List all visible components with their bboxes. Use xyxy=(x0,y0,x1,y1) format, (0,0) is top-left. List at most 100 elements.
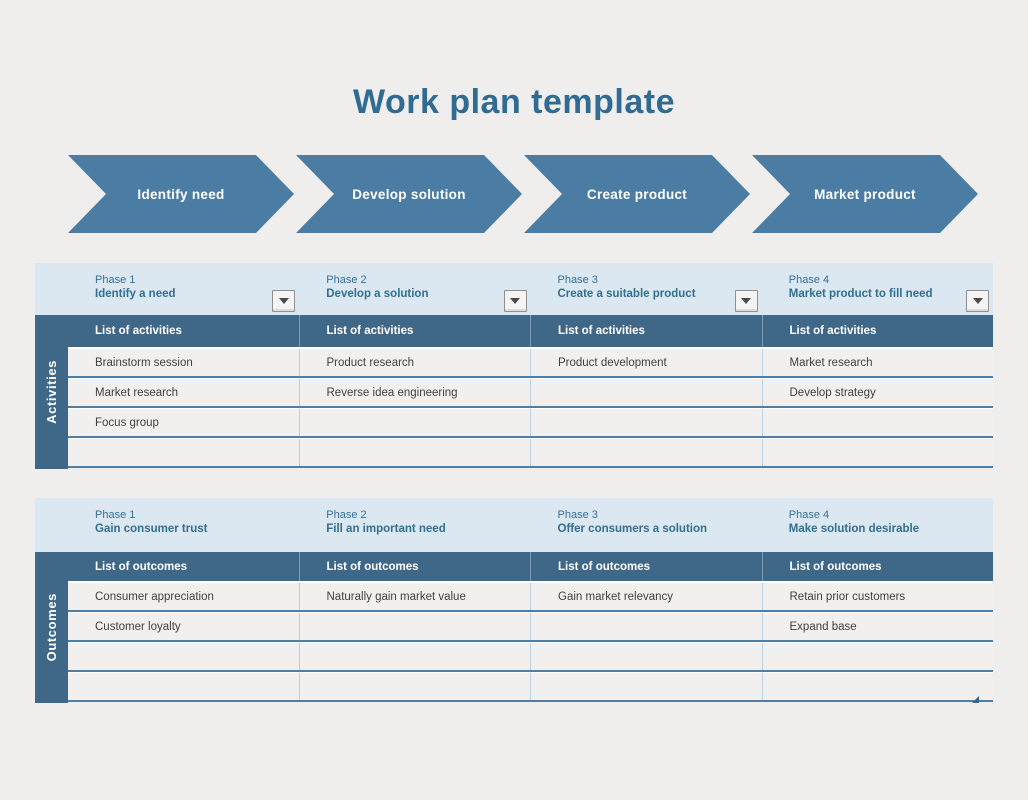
arrow-label: Identify need xyxy=(137,186,225,202)
list-header-cell[interactable]: List of activities xyxy=(761,315,994,347)
outcomes-side-label: Outcomes xyxy=(44,593,59,662)
phase-subtitle: Fill an important need xyxy=(326,523,446,535)
phase-subtitle: Gain consumer trust xyxy=(95,523,208,535)
list-header-cell[interactable]: List of activities xyxy=(298,315,531,347)
outcome-cell[interactable]: Naturally gain market value xyxy=(298,583,531,610)
outcomes-phase-4-cell[interactable]: Phase 4 Make solution desirable xyxy=(762,498,993,552)
outcome-cell[interactable] xyxy=(298,673,531,700)
table-row: Brainstorm session Product research Prod… xyxy=(68,349,993,378)
list-header-cell[interactable]: List of outcomes xyxy=(761,552,994,581)
activity-cell[interactable] xyxy=(298,409,531,436)
outcome-cell[interactable] xyxy=(761,643,994,670)
activity-cell[interactable]: Market research xyxy=(95,386,179,399)
outcome-cell[interactable] xyxy=(68,673,299,700)
table-row: Market research Reverse idea engineering… xyxy=(68,379,993,408)
phase-label: Phase 2 xyxy=(326,509,367,521)
phase-1-filter-dropdown-button[interactable] xyxy=(272,290,296,312)
arrow-label: Develop solution xyxy=(352,186,466,202)
outcome-cell[interactable]: Gain market relevancy xyxy=(530,583,762,610)
phase-2-filter-dropdown-button[interactable] xyxy=(503,290,527,312)
outcome-cell[interactable] xyxy=(761,673,994,700)
table-row: Focus group xyxy=(68,409,993,438)
phase-subtitle: Market product to fill need xyxy=(788,288,933,300)
outcomes-table: Phase 1 Gain consumer trust Phase 2 Fill… xyxy=(35,498,993,703)
outcome-cell[interactable] xyxy=(298,613,531,640)
outcome-cell[interactable]: Retain prior customers xyxy=(761,583,994,610)
phase-subtitle: Make solution desirable xyxy=(788,523,920,535)
phase-subtitle: Identify a need xyxy=(95,288,176,300)
outcome-cell[interactable] xyxy=(530,673,762,700)
list-header-cell[interactable]: List of outcomes xyxy=(530,552,762,581)
phase-label: Phase 2 xyxy=(326,274,367,286)
activities-phase-header: Phase 1 Identify a need Phase 2 Develop … xyxy=(35,263,993,315)
activity-cell[interactable]: Develop strategy xyxy=(761,379,994,406)
arrow-identify-need[interactable]: Identify need xyxy=(68,155,294,233)
phase-label: Phase 3 xyxy=(557,509,598,521)
activity-cell[interactable]: Product development xyxy=(530,349,762,376)
activity-cell[interactable] xyxy=(761,409,994,436)
outcomes-phase-3-cell[interactable]: Phase 3 Offer consumers a solution xyxy=(531,498,762,552)
dropdown-arrow-icon xyxy=(741,298,752,304)
table-row: Customer loyalty Expand base xyxy=(68,613,993,642)
dropdown-arrow-icon xyxy=(278,298,289,304)
outcomes-list-header-row: List of outcomes List of outcomes List o… xyxy=(68,552,993,581)
arrow-develop-solution[interactable]: Develop solution xyxy=(296,155,522,233)
activity-cell[interactable]: Product research xyxy=(298,349,531,376)
activities-rows: Brainstorm session Product research Prod… xyxy=(68,347,993,468)
list-header-cell[interactable]: List of activities xyxy=(530,315,762,347)
activities-side-band: Activities xyxy=(35,315,68,469)
activities-phase-4-cell[interactable]: Phase 4 Market product to fill need xyxy=(762,263,993,315)
activity-cell[interactable] xyxy=(761,439,994,466)
process-arrow-row: Identify need Develop solution Create pr… xyxy=(68,155,978,233)
activities-phase-2-cell[interactable]: Phase 2 Develop a solution xyxy=(299,263,530,315)
outcome-cell[interactable]: Consumer appreciation xyxy=(95,590,214,603)
outcome-cell[interactable] xyxy=(68,643,299,670)
phase-3-filter-dropdown-button[interactable] xyxy=(734,290,758,312)
list-header-cell[interactable]: List of outcomes xyxy=(95,560,188,573)
dropdown-arrow-icon xyxy=(972,298,983,304)
arrow-create-product[interactable]: Create product xyxy=(524,155,750,233)
outcomes-rows: Consumer appreciation Naturally gain mar… xyxy=(68,581,993,702)
phase-4-filter-dropdown-button[interactable] xyxy=(966,290,989,312)
arrow-label: Create product xyxy=(586,186,688,202)
phase-label: Phase 4 xyxy=(788,509,830,521)
phase-label: Phase 3 xyxy=(557,274,598,286)
activities-list-header-row: List of activities List of activities Li… xyxy=(68,315,993,347)
list-header-cell[interactable]: List of outcomes xyxy=(298,552,531,581)
page-title: Work plan template xyxy=(353,83,675,121)
activities-side-label: Activities xyxy=(44,360,59,424)
arrow-label: Market product xyxy=(814,186,916,202)
activity-cell[interactable]: Focus group xyxy=(95,416,159,429)
table-row: Consumer appreciation Naturally gain mar… xyxy=(68,583,993,612)
table-row xyxy=(68,643,993,672)
activity-cell[interactable] xyxy=(530,379,762,406)
outcomes-phase-1-cell[interactable]: Phase 1 Gain consumer trust xyxy=(68,498,299,552)
outcome-cell[interactable] xyxy=(530,643,762,670)
table-row xyxy=(68,673,993,702)
outcome-cell[interactable]: Expand base xyxy=(761,613,994,640)
list-header-cell[interactable]: List of activities xyxy=(95,325,182,337)
activity-cell[interactable] xyxy=(298,439,531,466)
dropdown-arrow-icon xyxy=(510,298,520,304)
phase-label: Phase 4 xyxy=(788,274,830,286)
activity-cell[interactable] xyxy=(530,439,762,466)
activities-phase-3-cell[interactable]: Phase 3 Create a suitable product xyxy=(531,263,762,315)
outcomes-phase-2-cell[interactable]: Phase 2 Fill an important need xyxy=(299,498,530,552)
activities-phase-1-cell[interactable]: Phase 1 Identify a need xyxy=(68,263,299,315)
outcome-cell[interactable] xyxy=(298,643,531,670)
phase-subtitle: Offer consumers a solution xyxy=(557,523,708,535)
activity-cell[interactable] xyxy=(530,409,762,436)
outcome-cell[interactable]: Customer loyalty xyxy=(95,620,181,633)
activities-table: Phase 1 Identify a need Phase 2 Develop … xyxy=(35,263,993,469)
phase-subtitle: Create a suitable product xyxy=(557,288,696,300)
activity-cell[interactable]: Reverse idea engineering xyxy=(298,379,531,406)
phase-subtitle: Develop a solution xyxy=(326,288,429,300)
table-resize-handle-icon[interactable] xyxy=(972,696,979,703)
outcome-cell[interactable] xyxy=(530,613,762,640)
activity-cell[interactable]: Brainstorm session xyxy=(95,356,193,369)
activity-cell[interactable]: Market research xyxy=(761,349,994,376)
arrow-market-product[interactable]: Market product xyxy=(752,155,978,233)
table-row xyxy=(68,439,993,468)
activity-cell[interactable] xyxy=(68,439,299,466)
